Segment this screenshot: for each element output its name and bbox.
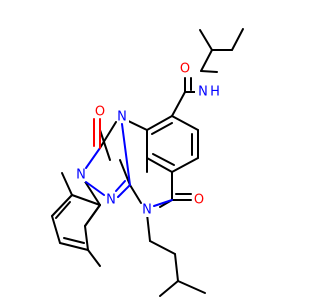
nitrogen-atom-label: N	[76, 168, 86, 183]
bond	[121, 123, 131, 186]
bond	[84, 225, 89, 251]
bond	[199, 29, 213, 51]
bond	[83, 179, 101, 206]
bond	[231, 28, 244, 51]
hetero-bonds	[99, 77, 192, 208]
bond	[59, 242, 89, 251]
bond	[159, 280, 179, 297]
bond	[87, 249, 101, 267]
bond	[63, 237, 85, 244]
bond	[171, 157, 199, 173]
bond	[117, 184, 131, 198]
bond	[99, 121, 117, 149]
bond	[146, 213, 151, 242]
bond	[200, 70, 218, 73]
oxygen-atom-label: O	[180, 62, 190, 77]
bond	[61, 172, 73, 196]
bond	[149, 240, 176, 255]
structure-svg: O N H N O N N N O	[51, 28, 244, 297]
bond	[55, 201, 71, 219]
bond	[151, 122, 173, 135]
connector-bonds	[85, 118, 192, 207]
bond	[174, 253, 179, 282]
bond	[84, 204, 101, 227]
bond	[153, 199, 173, 207]
bond	[171, 115, 199, 131]
molecule-diagram: O N H N O N N N O	[51, 28, 244, 297]
bond	[71, 194, 101, 206]
hydrogen-atom-label: H	[210, 85, 220, 100]
nitrogen-atom-label: N	[106, 193, 116, 208]
bond	[177, 280, 206, 294]
oxygen-atom-label: O	[194, 193, 204, 208]
carbon-bonds	[51, 28, 244, 297]
nitrogen-atom-label: N	[117, 110, 127, 125]
bond	[146, 157, 173, 173]
nitrogen-atom-label: N	[198, 85, 208, 100]
bond	[200, 49, 213, 72]
bond	[129, 184, 142, 204]
bond	[146, 115, 173, 131]
atom-labels: O N H N O N N N O	[74, 62, 221, 218]
bond	[119, 159, 131, 186]
bond	[115, 180, 126, 192]
bond	[85, 147, 101, 169]
bond	[152, 153, 175, 166]
bond	[171, 91, 186, 117]
bond	[85, 181, 105, 196]
nitrogen-atom-label: N	[142, 203, 152, 218]
bond	[99, 129, 111, 161]
oxygen-atom-label: O	[95, 105, 105, 120]
bond	[51, 215, 61, 244]
bond	[51, 194, 73, 217]
